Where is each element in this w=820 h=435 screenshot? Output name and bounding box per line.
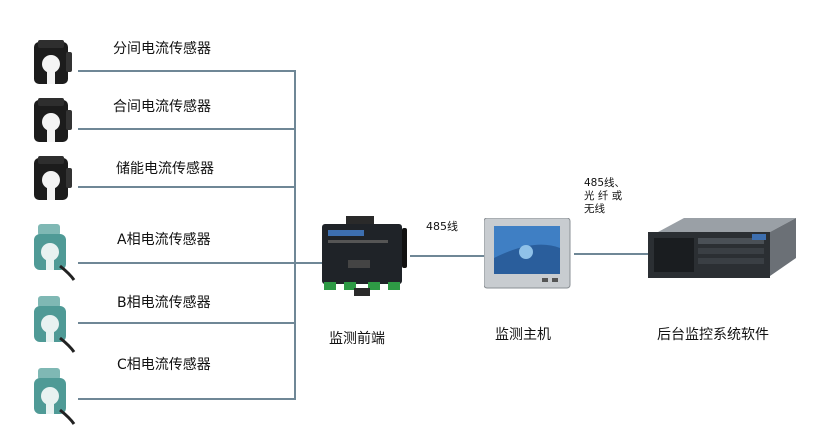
teal-clamp-sensor-icon: [34, 368, 76, 425]
sensor-line-5: [78, 322, 296, 324]
sensor-label-phase-b: B相电流传感器: [117, 295, 211, 311]
monitoring-host-device-icon: [484, 218, 571, 289]
frontend-caption: 监测前端: [329, 331, 385, 347]
host-server-line: [574, 253, 652, 255]
frontend-host-line: [410, 255, 488, 257]
sensor-label-phase-c: C相电流传感器: [117, 357, 211, 373]
dark-clamp-sensor-icon: [34, 156, 72, 200]
sensor-line-6: [78, 398, 296, 400]
backend-server-icon: [648, 218, 796, 278]
host-server-link-label-line3: 无线: [584, 203, 605, 215]
dark-clamp-sensor-icon: [34, 98, 72, 142]
sensor-line-4: [78, 262, 322, 264]
frontend-host-link-label: 485线: [426, 220, 458, 233]
host-server-link-label-line1: 485线、: [584, 177, 626, 189]
sensor-line-1: [78, 70, 296, 72]
sensor-label-close: 合间电流传感器: [113, 99, 211, 115]
host-server-link-label-line2: 光 纤 或: [584, 190, 623, 202]
sensor-line-3: [78, 186, 296, 188]
monitoring-frontend-device-icon: [322, 216, 407, 296]
sensor-label-storage: 储能电流传感器: [116, 161, 214, 177]
bus-vertical-line: [294, 70, 296, 400]
sensor-label-phase-a: A相电流传感器: [117, 232, 211, 248]
host-caption: 监测主机: [495, 327, 551, 343]
server-caption: 后台监控系统软件: [657, 327, 769, 343]
teal-clamp-sensor-icon: [34, 296, 76, 353]
dark-clamp-sensor-icon: [34, 40, 72, 84]
sensor-label-open: 分间电流传感器: [113, 41, 211, 57]
sensor-line-2: [78, 128, 296, 130]
teal-clamp-sensor-icon: [34, 224, 76, 281]
